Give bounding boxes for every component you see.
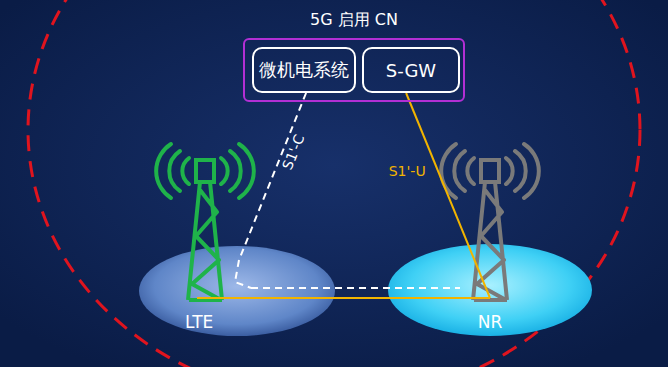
cell-area: NR <box>388 244 592 336</box>
function-name: 微机电系统 <box>259 58 349 82</box>
control-plane-link <box>251 287 460 289</box>
nr-tower <box>441 144 539 300</box>
user-plane-link <box>197 297 490 299</box>
core-network-heading: 5G 启用 CN <box>245 10 463 31</box>
network-function-box: 微机电系统 <box>252 47 356 93</box>
interface-label: S1'-U <box>389 163 426 179</box>
control-plane-link <box>235 93 306 288</box>
network-function-box: S-GW <box>362 47 460 93</box>
cell-area: LTE <box>139 246 335 336</box>
function-name: S-GW <box>386 60 436 81</box>
cell-name: LTE <box>185 312 213 332</box>
lte-tower <box>156 144 254 300</box>
interface-label: S1'-C <box>279 132 307 172</box>
core-network-box: 5G 启用 CN微机电系统S-GW <box>243 38 465 102</box>
coverage-boundary <box>28 0 640 367</box>
lte-cell <box>139 246 335 336</box>
user-plane-link <box>406 93 490 298</box>
cell-name: NR <box>388 312 592 332</box>
